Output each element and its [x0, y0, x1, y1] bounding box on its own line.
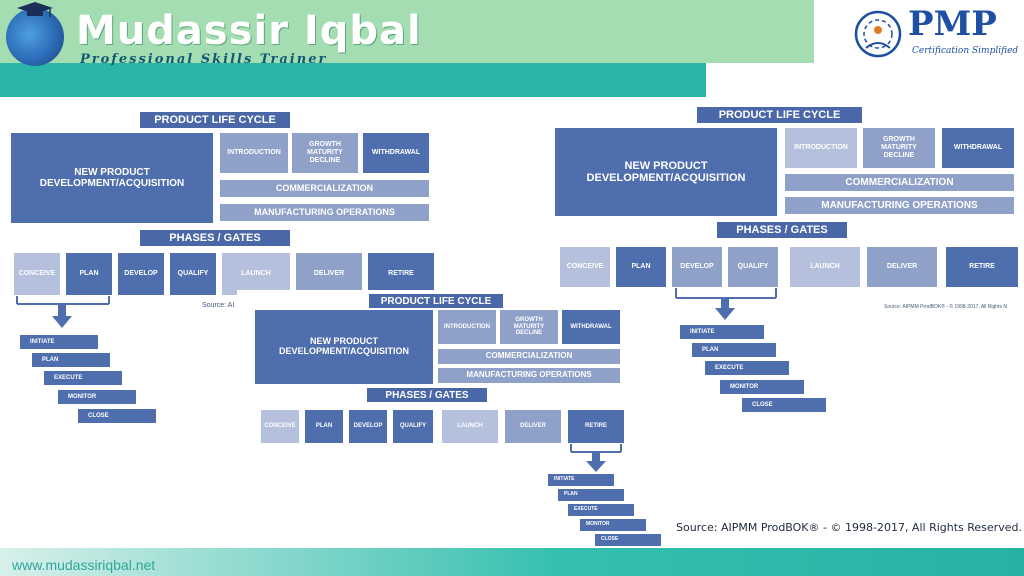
header-white-gap	[706, 63, 1024, 97]
footer-strip	[0, 548, 1024, 576]
pmp-globe-icon	[854, 10, 902, 58]
phase-plan: PLAN	[305, 410, 343, 443]
website-url[interactable]: www.mudassiriqbal.net	[12, 557, 156, 573]
new-product-block: NEW PRODUCT DEVELOPMENT/ACQUISITION	[555, 128, 777, 216]
stage-withdrawal: WITHDRAWAL	[562, 310, 620, 344]
phase-plan: PLAN	[66, 253, 112, 295]
step-monitor: MONITOR	[580, 519, 646, 531]
phase-develop: DEVELOP	[349, 410, 387, 443]
phase-deliver: DELIVER	[505, 410, 561, 443]
stage-introduction: INTRODUCTION	[438, 310, 496, 344]
step-execute: EXECUTE	[44, 371, 122, 385]
globe-logo-icon	[6, 8, 64, 66]
connector-arrow-left	[16, 296, 110, 328]
commercialization-bar: COMMERCIALIZATION	[220, 180, 429, 197]
stage-growth: GROWTH MATURITY DECLINE	[863, 128, 935, 168]
stage-introduction: INTRODUCTION	[220, 133, 288, 173]
phase-retire: RETIRE	[568, 410, 624, 443]
plc-title: PRODUCT LIFE CYCLE	[140, 112, 290, 128]
phase-plan: PLAN	[616, 247, 666, 287]
connector-arrow-center	[570, 444, 622, 472]
plc-title: PRODUCT LIFE CYCLE	[369, 294, 503, 308]
commercialization-bar: COMMERCIALIZATION	[438, 349, 620, 364]
source-note: Source: AIPMM ProdBOK® - © 1998-2017, Al…	[676, 521, 1022, 534]
phases-title: PHASES / GATES	[140, 230, 290, 246]
phase-qualify: QUALIFY	[393, 410, 433, 443]
connector-arrow-right	[675, 288, 777, 320]
manufacturing-bar: MANUFACTURING OPERATIONS	[438, 368, 620, 383]
step-plan: PLAN	[558, 489, 624, 501]
step-monitor: MONITOR	[720, 380, 804, 394]
brand-subtitle: Professional Skills Trainer	[80, 52, 328, 67]
phase-conceive: CONCEIVE	[14, 253, 60, 295]
step-close: CLOSE	[742, 398, 826, 412]
step-plan: PLAN	[32, 353, 110, 367]
phase-retire: RETIRE	[368, 253, 434, 295]
pmp-logo-text: PMP	[908, 4, 997, 44]
step-execute: EXECUTE	[568, 504, 634, 516]
commercialization-bar: COMMERCIALIZATION	[785, 174, 1014, 191]
step-close: CLOSE	[78, 409, 156, 423]
small-source-left: Source: AI	[202, 302, 235, 309]
new-product-block: NEW PRODUCT DEVELOPMENT/ACQUISITION	[11, 133, 213, 223]
phase-launch: LAUNCH	[222, 253, 290, 295]
header-teal-strip	[0, 63, 706, 97]
stage-growth: GROWTH MATURITY DECLINE	[292, 133, 358, 173]
manufacturing-bar: MANUFACTURING OPERATIONS	[785, 197, 1014, 214]
step-monitor: MONITOR	[58, 390, 136, 404]
phase-deliver: DELIVER	[867, 247, 937, 287]
phase-develop: DEVELOP	[672, 247, 722, 287]
phase-deliver: DELIVER	[296, 253, 362, 295]
diagram-center: PRODUCT LIFE CYCLE NEW PRODUCT DEVELOPME…	[237, 290, 673, 557]
small-source-right: Source: AIPMM ProdBOK® - © 1998-2017, Al…	[884, 304, 1007, 310]
phase-retire: RETIRE	[946, 247, 1018, 287]
stage-withdrawal: WITHDRAWAL	[363, 133, 429, 173]
phases-title: PHASES / GATES	[717, 222, 847, 238]
step-initiate: INITIATE	[680, 325, 764, 339]
stage-withdrawal: WITHDRAWAL	[942, 128, 1014, 168]
step-initiate: INITIATE	[20, 335, 98, 349]
phase-qualify: QUALIFY	[170, 253, 216, 295]
phase-launch: LAUNCH	[442, 410, 498, 443]
step-initiate: INITIATE	[548, 474, 614, 486]
phase-conceive: CONCEIVE	[560, 247, 610, 287]
header-banner	[0, 0, 814, 63]
manufacturing-bar: MANUFACTURING OPERATIONS	[220, 204, 429, 221]
pmp-tagline: Certification Simplified	[912, 46, 1019, 56]
brand-name: Mudassir Iqbal	[76, 8, 422, 54]
phase-conceive: CONCEIVE	[261, 410, 299, 443]
stage-introduction: INTRODUCTION	[785, 128, 857, 168]
step-plan: PLAN	[692, 343, 776, 357]
step-close: CLOSE	[595, 534, 661, 546]
phases-title: PHASES / GATES	[367, 388, 487, 402]
phase-qualify: QUALIFY	[728, 247, 778, 287]
step-execute: EXECUTE	[705, 361, 789, 375]
phase-launch: LAUNCH	[790, 247, 860, 287]
graduation-cap-icon	[17, 2, 53, 17]
plc-title: PRODUCT LIFE CYCLE	[697, 107, 862, 123]
new-product-block: NEW PRODUCT DEVELOPMENT/ACQUISITION	[255, 310, 433, 384]
phase-develop: DEVELOP	[118, 253, 164, 295]
stage-growth: GROWTH MATURITY DECLINE	[500, 310, 558, 344]
